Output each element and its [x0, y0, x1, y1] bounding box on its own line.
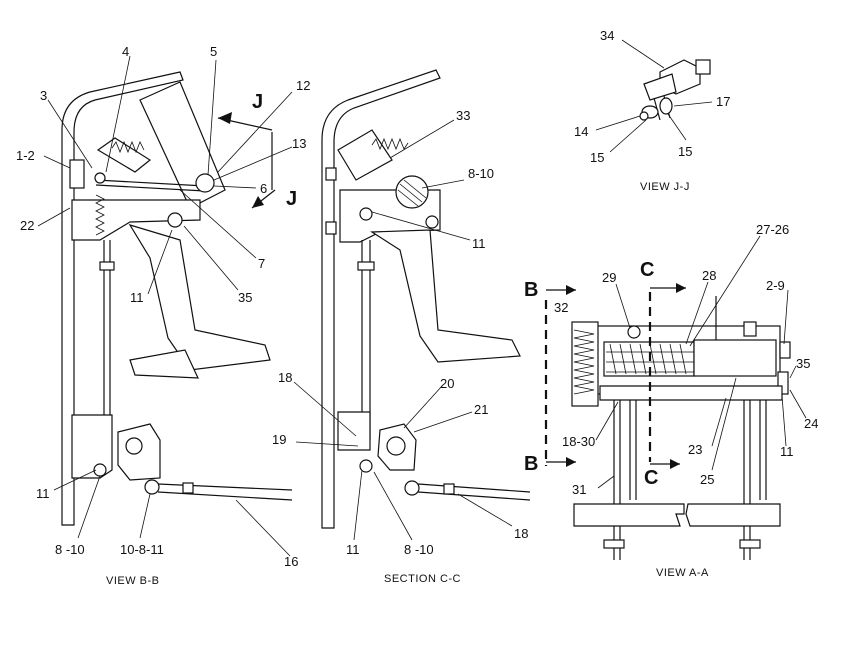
callouts-view-j-j: 34 17 14 15 15	[574, 28, 730, 165]
callout-b-22: 22	[20, 218, 34, 233]
section-j-label-top: J	[252, 91, 263, 113]
callout-b-6: 6	[260, 181, 267, 196]
callout-b-1-2: 1-2	[16, 148, 35, 163]
section-c-label-bottom: C	[644, 467, 658, 489]
callout-a-2-9: 2-9	[766, 278, 785, 293]
callout-j-14: 14	[574, 124, 588, 139]
section-b-c-markers: B B C C	[524, 259, 686, 489]
section-c-c	[321, 69, 531, 529]
callout-b-10-8-11: 10-8-11	[120, 542, 164, 557]
callouts-view-b-b: 1-2 3 4 5 12 13 6 22 7 11 35 11 8 -10 10…	[16, 44, 310, 569]
callout-c-18: 18	[278, 370, 292, 385]
section-j-label-bottom: J	[286, 188, 297, 210]
callout-c-33: 33	[456, 108, 470, 123]
callout-b-13: 13	[292, 136, 306, 151]
section-b-label-top: B	[524, 279, 538, 301]
callout-b-7: 7	[258, 256, 265, 271]
view-j-j	[639, 59, 711, 121]
callout-b-11: 11	[130, 290, 144, 305]
view-a-a	[571, 296, 791, 560]
callout-b-5: 5	[210, 44, 217, 59]
callout-a-11: 11	[780, 444, 794, 459]
callout-b-12: 12	[296, 78, 310, 93]
callout-b-11-lower: 11	[36, 486, 50, 501]
callout-c-19: 19	[272, 432, 286, 447]
callout-a-32: 32	[554, 300, 568, 315]
callout-b-35: 35	[238, 290, 252, 305]
view-b-b	[61, 71, 293, 526]
callout-b-3: 3	[40, 88, 47, 103]
callouts-view-a-a: 27-26 29 28 32 2-9 35 24 11 18-30 23 25 …	[554, 222, 818, 497]
callout-c-8-10: 8-10	[468, 166, 494, 181]
callout-c-18-lower: 18	[514, 526, 528, 541]
callouts-section-c-c: 33 8-10 11 18 20 21 19 11 8 -10 18	[272, 108, 528, 557]
callout-c-11-lower: 11	[346, 542, 360, 557]
callout-a-27-26: 27-26	[756, 222, 789, 237]
callout-a-28: 28	[702, 268, 716, 283]
caption-section-c-c: SECTION C-C	[384, 573, 461, 585]
callout-a-31: 31	[572, 482, 586, 497]
callout-j-15-right: 15	[678, 144, 692, 159]
caption-view-a-a: VIEW A-A	[656, 567, 709, 579]
callout-b-16: 16	[284, 554, 298, 569]
callout-a-18-30: 18-30	[562, 434, 595, 449]
callout-a-35: 35	[796, 356, 810, 371]
callout-a-24: 24	[804, 416, 818, 431]
callout-c-21: 21	[474, 402, 488, 417]
callout-j-34: 34	[600, 28, 614, 43]
caption-view-j-j: VIEW J-J	[640, 181, 690, 193]
callout-a-29: 29	[602, 270, 616, 285]
callout-c-11: 11	[472, 236, 486, 251]
section-c-label-top: C	[640, 259, 654, 281]
callout-b-8-10: 8 -10	[55, 542, 85, 557]
section-b-label-bottom: B	[524, 453, 538, 475]
callout-j-15-left: 15	[590, 150, 604, 165]
caption-view-b-b: VIEW B-B	[106, 575, 160, 587]
callout-j-17: 17	[716, 94, 730, 109]
callout-a-25: 25	[700, 472, 714, 487]
callout-b-4: 4	[122, 44, 129, 59]
callout-c-20: 20	[440, 376, 454, 391]
callout-c-8-10-lower: 8 -10	[404, 542, 434, 557]
callout-a-23: 23	[688, 442, 702, 457]
section-j-markers: J J	[217, 91, 297, 210]
